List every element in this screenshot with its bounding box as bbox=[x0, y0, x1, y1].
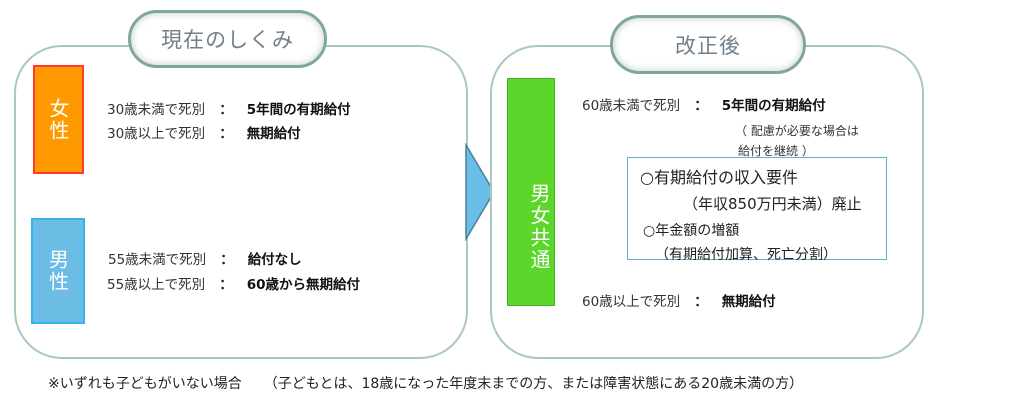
change-item-2-sub: （有期給付加算、死亡分割） bbox=[655, 247, 837, 263]
benefit: 無期給付 bbox=[721, 294, 776, 310]
benefit: 無期給付 bbox=[246, 126, 301, 142]
benefit: 5年間の有期給付 bbox=[246, 102, 351, 118]
consideration-note-2: 給付を継続 ） bbox=[738, 144, 814, 158]
condition: 30歳以上で死別 bbox=[107, 126, 206, 142]
change-item-1: ○有期給付の収入要件 bbox=[640, 168, 798, 187]
separator: ： bbox=[694, 98, 708, 114]
male-label: 男性 bbox=[45, 249, 70, 293]
arrow-right-icon bbox=[465, 143, 495, 241]
footer-note: ※いずれも子どもがいない場合 （子どもとは、18歳になった年度末までの方、または障… bbox=[48, 373, 803, 393]
separator: ： bbox=[220, 252, 234, 268]
female-label-box: 女性 bbox=[33, 65, 84, 174]
separator: ： bbox=[219, 102, 233, 118]
current-system-panel bbox=[14, 45, 468, 359]
current-title-text: 現在のしくみ bbox=[161, 28, 294, 52]
separator: ： bbox=[219, 277, 233, 293]
female-row-2: 30歳以上で死別 ： 無期給付 bbox=[107, 122, 301, 142]
changes-box bbox=[627, 157, 887, 260]
benefit: 60歳から無期給付 bbox=[246, 277, 360, 293]
female-label: 女性 bbox=[46, 97, 70, 142]
revised-row-2: 60歳以上で死別 ： 無期給付 bbox=[582, 290, 776, 310]
male-row-1: 55歳未満で死別 ： 給付なし bbox=[108, 248, 302, 268]
revised-system-title: 改正後 bbox=[610, 15, 806, 74]
common-label: 男女共通 bbox=[527, 183, 551, 271]
male-row-2: 55歳以上で死別 ： 60歳から無期給付 bbox=[107, 273, 360, 293]
revised-system-panel bbox=[490, 45, 924, 359]
male-label-box: 男性 bbox=[31, 218, 85, 324]
condition: 60歳未満で死別 bbox=[582, 98, 681, 114]
benefit: 給付なし bbox=[247, 252, 302, 268]
separator: ： bbox=[694, 294, 708, 310]
current-system-title: 現在のしくみ bbox=[128, 10, 327, 68]
condition: 55歳未満で死別 bbox=[108, 252, 207, 268]
condition: 55歳以上で死別 bbox=[107, 277, 206, 293]
condition: 30歳未満で死別 bbox=[107, 102, 206, 118]
footer-definition: （子どもとは、18歳になった年度末までの方、または障害状態にある20歳未満の方） bbox=[263, 376, 804, 392]
benefit: 5年間の有期給付 bbox=[721, 98, 826, 114]
change-item-2: ○年金額の増額 bbox=[643, 223, 740, 239]
change-item-1-sub: （年収850万円未満）廃止 bbox=[683, 195, 862, 213]
common-label-box: 男女共通 bbox=[507, 78, 555, 306]
revised-row-1: 60歳未満で死別 ： 5年間の有期給付 bbox=[582, 94, 826, 114]
footer-condition: ※いずれも子どもがいない場合 bbox=[48, 376, 242, 392]
revised-title-text: 改正後 bbox=[675, 33, 741, 58]
female-row-1: 30歳未満で死別 ： 5年間の有期給付 bbox=[107, 98, 351, 118]
separator: ： bbox=[219, 126, 233, 142]
consideration-note-1: （ 配慮が必要な場合は bbox=[735, 124, 859, 138]
condition: 60歳以上で死別 bbox=[582, 294, 681, 310]
